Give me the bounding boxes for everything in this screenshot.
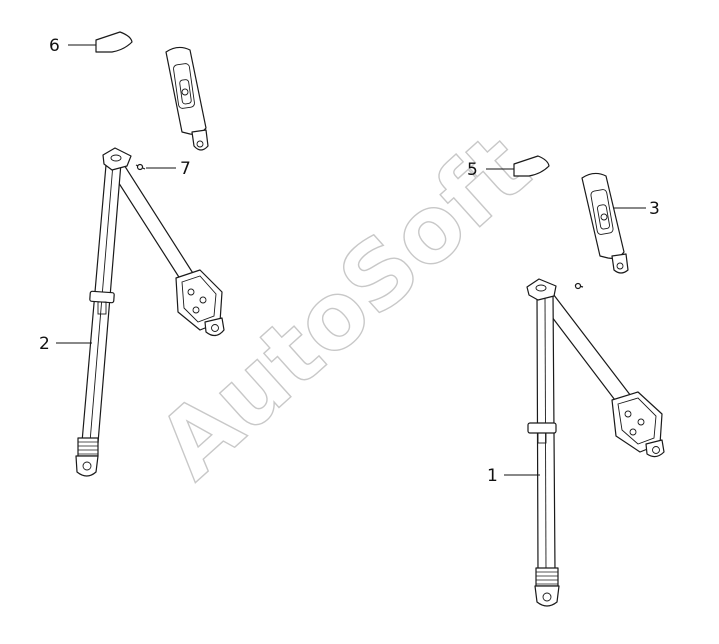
callout-6: 6 <box>49 36 60 56</box>
callout-3: 3 <box>649 199 660 219</box>
seat-belt-assembly-left <box>75 147 225 477</box>
seat-belt-assembly-right <box>526 278 665 607</box>
buckle-right-3 <box>581 172 629 274</box>
cover-cap-5 <box>513 155 550 177</box>
screw-right <box>574 282 584 290</box>
callout-7: 7 <box>180 159 191 179</box>
callout-2: 2 <box>39 334 50 354</box>
screw-7 <box>135 163 146 171</box>
callout-5: 5 <box>467 160 478 180</box>
cover-cap-6 <box>95 31 133 53</box>
buckle-left <box>165 46 209 151</box>
callout-1: 1 <box>487 466 498 486</box>
